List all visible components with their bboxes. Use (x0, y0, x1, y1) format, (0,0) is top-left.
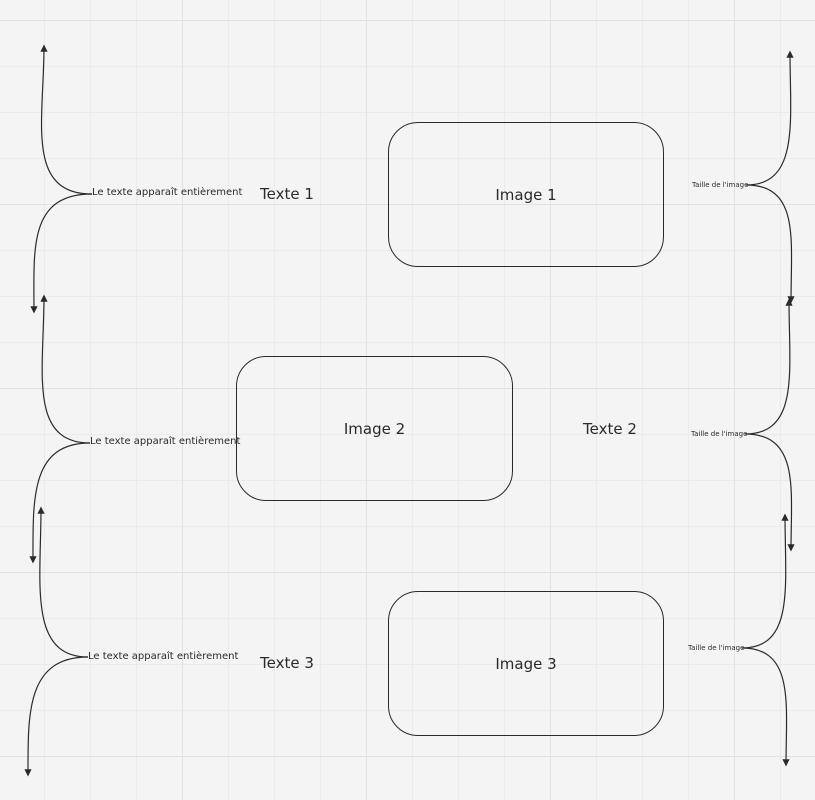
left-brace-3-lower (24, 656, 89, 777)
right-brace-2-lower (744, 433, 795, 552)
right-brace-3-upper (741, 513, 789, 649)
left-note-1: Le texte apparaît entièrement (92, 187, 243, 198)
image-3-box: Image 3 (388, 591, 664, 736)
right-note-3: Taille de l'image (688, 644, 745, 652)
text-2-label: Texte 2 (583, 420, 637, 438)
image-1-label: Image 1 (495, 185, 557, 204)
left-brace-2-lower (29, 442, 91, 564)
text-1-label: Texte 1 (260, 185, 314, 203)
right-brace-1-lower (745, 184, 795, 304)
left-brace-1-upper (40, 44, 93, 195)
right-brace-2-upper (744, 298, 793, 435)
left-note-3: Le texte apparaît entièrement (88, 651, 239, 662)
image-2-box: Image 2 (236, 356, 513, 501)
right-brace-1-upper (745, 50, 794, 186)
right-note-2: Taille de l'image (691, 430, 748, 438)
image-1-box: Image 1 (388, 122, 664, 267)
left-note-2: Le texte apparaît entièrement (90, 436, 241, 447)
left-brace-1-lower (30, 193, 93, 314)
left-brace-3-upper (37, 506, 89, 658)
text-3-label: Texte 3 (260, 654, 314, 672)
right-note-1: Taille de l'image (692, 181, 749, 189)
image-2-label: Image 2 (343, 419, 406, 438)
left-brace-2-upper (40, 294, 91, 444)
image-3-label: Image 3 (495, 654, 557, 673)
right-brace-3-lower (741, 647, 790, 767)
